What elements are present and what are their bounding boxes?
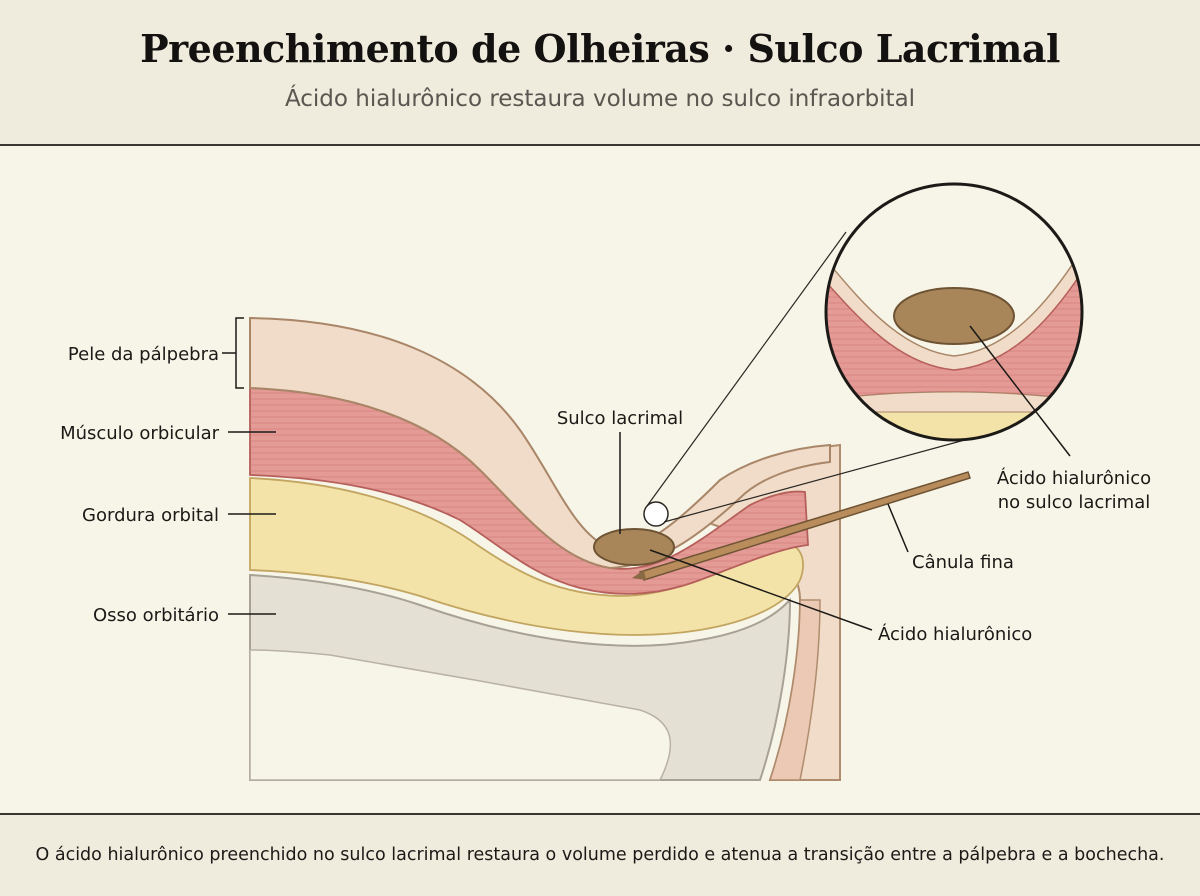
zoom-connector-bottom [663,437,973,523]
skin-bracket [235,317,244,389]
cannula-leader [887,503,909,553]
footer-caption: O ácido hialurônico preenchido no sulco … [35,845,1165,865]
filler-leader [649,549,873,631]
page-subtitle: Ácido hialurônico restaura volume no sul… [284,86,916,112]
label-cannula: Cânula fina [912,552,1014,573]
label-zoom-line2: no sulco lacrimal [998,492,1150,513]
zoom-source-circle [643,501,669,527]
label-groove: Sulco lacrimal [557,408,683,429]
muscle-fibers [250,388,808,594]
header: Preenchimento de Olheiras · Sulco Lacrim… [0,0,1200,146]
label-skin: Pele da pálpebra [68,344,219,365]
label-bone: Osso orbitário [93,605,219,626]
filler-bolus [593,528,675,566]
label-filler: Ácido hialurônico [878,623,1032,645]
zoom-label-leader [969,325,1071,457]
label-fat: Gordura orbital [82,505,219,526]
cannula [632,471,971,581]
fat-layer [249,477,804,636]
bone-inner-cavity [249,649,671,781]
page-title: Preenchimento de Olheiras · Sulco Lacrim… [140,26,1060,71]
zoom-detail [826,184,1082,440]
zoom-connector-top [646,231,847,507]
footer: O ácido hialurônico preenchido no sulco … [0,813,1200,896]
skin-layer [249,316,831,570]
label-muscle: Músculo orbicular [60,423,220,444]
label-zoom-line1: Ácido hialurônico [997,467,1151,489]
zoom-circle-border [824,182,1084,442]
